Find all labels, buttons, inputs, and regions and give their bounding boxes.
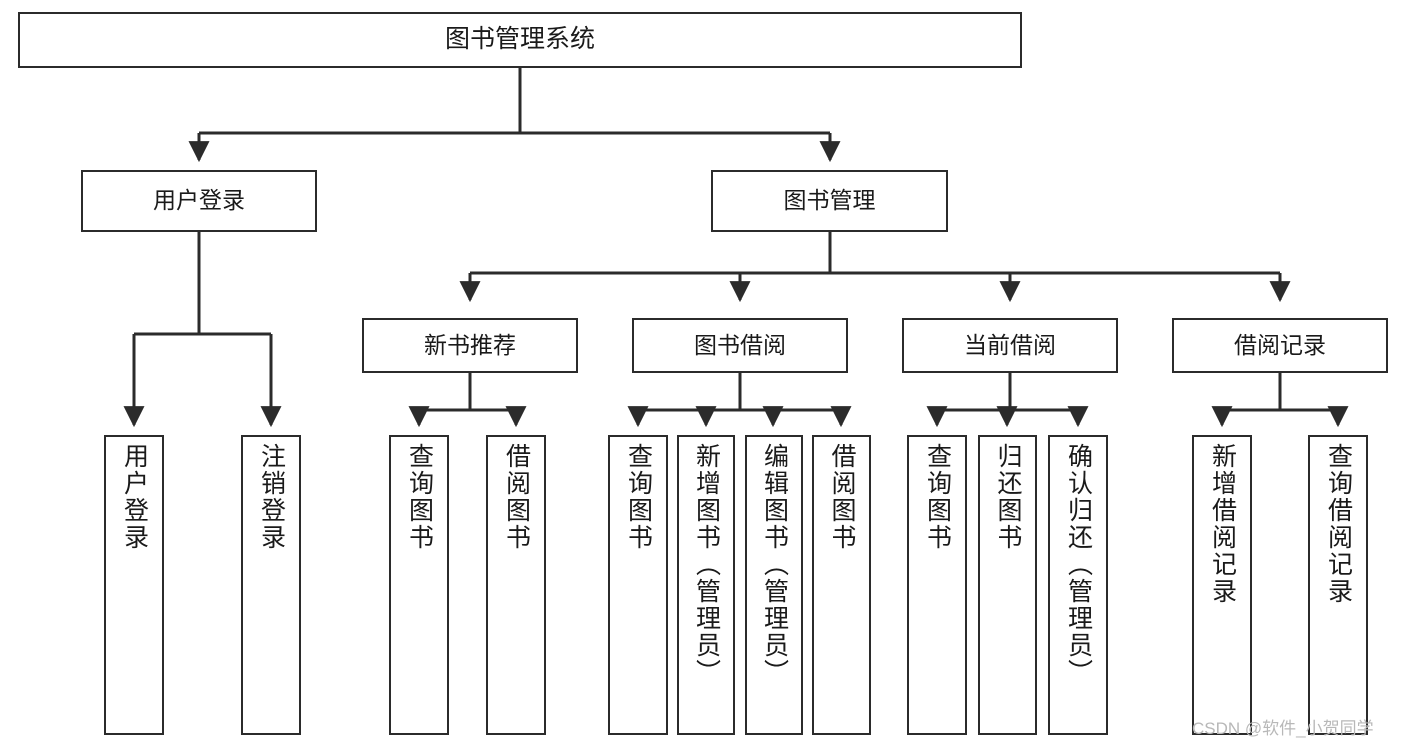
leaf-user-login-logout[interactable]: 注销登录	[241, 435, 301, 735]
node-user-login-label: 用户登录	[153, 187, 245, 214]
node-new-book-recommend[interactable]: 新书推荐	[362, 318, 578, 373]
leaf-book-borrow-edit-label: 编辑图书（管理员）	[760, 443, 789, 686]
leaf-book-borrow-edit[interactable]: 编辑图书（管理员）	[745, 435, 803, 735]
node-current-borrow[interactable]: 当前借阅	[902, 318, 1118, 373]
leaf-new-book-borrow[interactable]: 借阅图书	[486, 435, 546, 735]
node-root-label: 图书管理系统	[444, 25, 595, 54]
leaf-borrow-record-add-label: 新增借阅记录	[1208, 443, 1237, 605]
leaf-current-borrow-query[interactable]: 查询图书	[907, 435, 967, 735]
node-borrow-record-label: 借阅记录	[1234, 331, 1326, 358]
leaf-borrow-record-query-label: 查询借阅记录	[1324, 443, 1353, 605]
leaf-new-book-query[interactable]: 查询图书	[389, 435, 449, 735]
leaf-book-borrow-query-label: 查询图书	[624, 443, 653, 551]
leaf-book-borrow-borrow[interactable]: 借阅图书	[812, 435, 871, 735]
leaf-new-book-query-label: 查询图书	[405, 443, 434, 551]
leaf-current-borrow-confirm[interactable]: 确认归还（管理员）	[1048, 435, 1108, 735]
leaf-book-borrow-query[interactable]: 查询图书	[608, 435, 668, 735]
leaf-current-borrow-return-label: 归还图书	[994, 443, 1022, 551]
node-book-borrow[interactable]: 图书借阅	[632, 318, 848, 373]
leaf-user-login-login[interactable]: 用户登录	[104, 435, 164, 735]
watermark-text: CSDN @软件_小贺同学	[1192, 719, 1374, 738]
node-root[interactable]: 图书管理系统	[18, 12, 1022, 68]
leaf-user-login-logout-label: 注销登录	[257, 443, 286, 551]
node-book-borrow-label: 图书借阅	[694, 331, 786, 358]
node-new-book-recommend-label: 新书推荐	[424, 331, 516, 358]
leaf-borrow-record-query[interactable]: 查询借阅记录	[1308, 435, 1368, 735]
leaf-new-book-borrow-label: 借阅图书	[502, 443, 531, 551]
node-current-borrow-label: 当前借阅	[964, 331, 1056, 358]
leaf-current-borrow-return[interactable]: 归还图书	[978, 435, 1037, 735]
leaf-borrow-record-add[interactable]: 新增借阅记录	[1192, 435, 1252, 735]
leaf-current-borrow-confirm-label: 确认归还（管理员）	[1064, 443, 1093, 686]
leaf-book-borrow-add-label: 新增图书（管理员）	[692, 443, 721, 686]
leaf-user-login-login-label: 用户登录	[120, 443, 149, 551]
leaf-book-borrow-add[interactable]: 新增图书（管理员）	[677, 435, 735, 735]
node-book-management-label: 图书管理	[783, 187, 876, 214]
node-user-login[interactable]: 用户登录	[81, 170, 317, 232]
leaf-current-borrow-query-label: 查询图书	[923, 443, 952, 551]
leaf-book-borrow-borrow-label: 借阅图书	[828, 443, 856, 551]
node-book-management[interactable]: 图书管理	[711, 170, 948, 232]
node-borrow-record[interactable]: 借阅记录	[1172, 318, 1388, 373]
